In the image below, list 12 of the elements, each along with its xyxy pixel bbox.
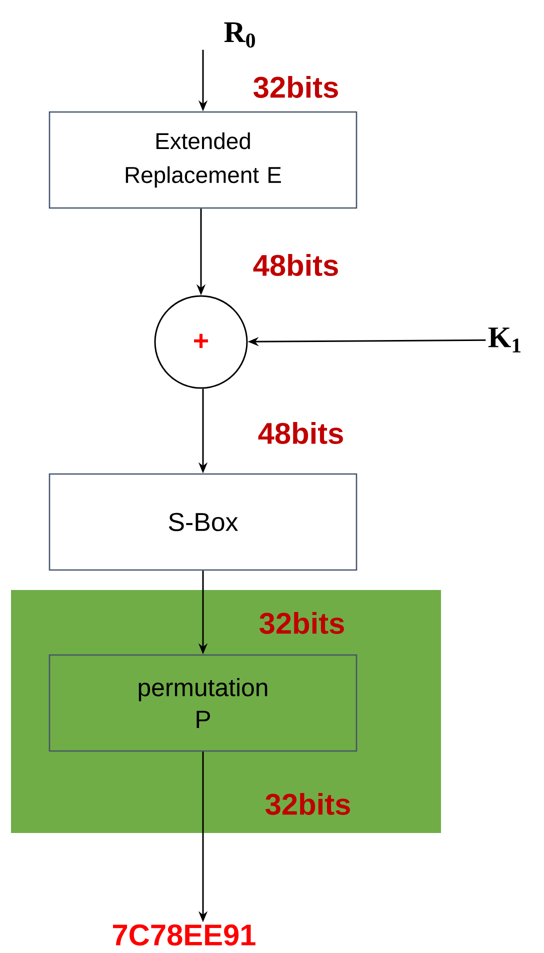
output-value: 7C78EE91: [113, 924, 256, 946]
input-label: R$_{0}$: [224, 22, 255, 48]
process-box: Extended Replacement E: [48, 111, 358, 209]
edge-label: 32bits: [260, 612, 344, 634]
edge-label: 32bits: [266, 793, 350, 815]
edge-label: 48bits: [258, 422, 343, 444]
edge-label: 32bits: [254, 76, 338, 98]
edge-label: 48bits: [253, 254, 338, 276]
process-box: permutation P: [48, 654, 358, 752]
highlight-band: [11, 590, 441, 833]
process-box: S-Box: [48, 473, 358, 571]
key-label: K$_{1}$: [488, 328, 521, 352]
